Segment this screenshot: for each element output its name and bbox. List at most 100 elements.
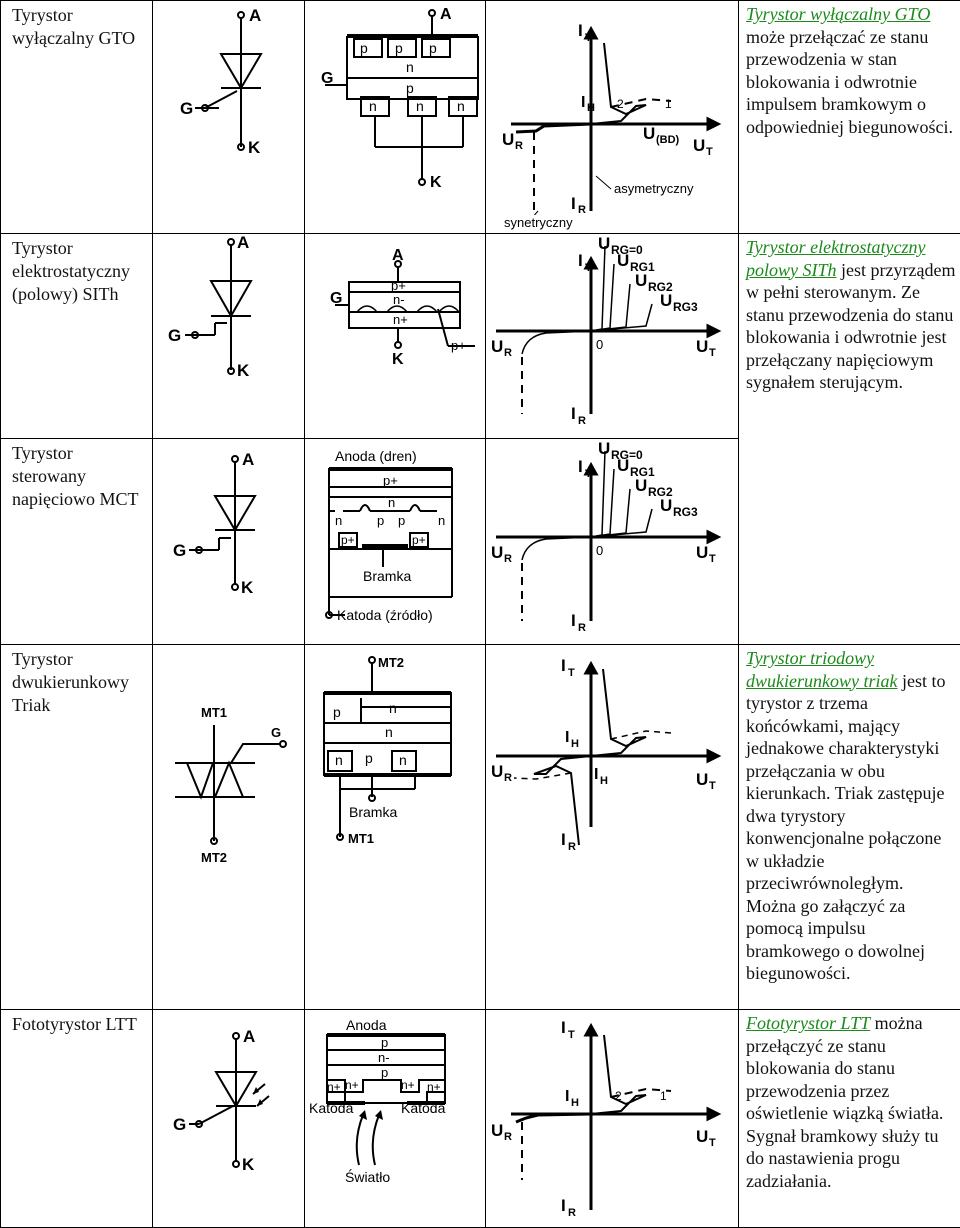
svg-text:p+: p+ [383,473,398,488]
svg-text:I: I [571,404,576,423]
svg-text:A: A [392,247,404,264]
svg-text:I: I [578,251,583,270]
gto-cathode-label: K [248,138,261,157]
svg-text:U: U [598,439,610,458]
svg-text:K: K [242,1155,255,1174]
svg-text:n: n [399,752,407,768]
description-cell-triak: Tyrystor triodowy dwukierunkowy triak je… [739,645,960,1010]
svg-text:R: R [504,553,512,565]
table-row: Tyrystor wyłączalny GTO A G K [1,1,960,234]
symbol-cell-mct: A G K [153,439,305,645]
svg-text:n+: n+ [401,1078,415,1092]
svg-text:R: R [578,415,586,427]
ltt-link[interactable]: Fototyrystor LTT [746,1013,870,1033]
svg-text:U: U [693,136,705,155]
svg-text:n+: n+ [327,1080,341,1094]
row-name-sith: Tyrystor elektrostatyczny (polowy) SITh [1,234,153,439]
svg-text:p+: p+ [391,278,406,293]
svg-text:R: R [568,841,576,853]
ltt-symbol-diagram: A G K [153,1010,305,1227]
svg-text:p: p [398,513,405,528]
svg-text:A: A [242,450,254,469]
triak-link[interactable]: Tyrystor triodowy dwukierunkowy triak [746,648,897,691]
svg-text:R: R [568,1207,576,1219]
svg-text:U: U [491,762,503,781]
svg-text:RG3: RG3 [673,505,698,519]
svg-text:Bramka: Bramka [349,804,397,820]
svg-text:U: U [696,543,708,562]
svg-text:Światło: Światło [345,1168,390,1185]
svg-text:n+: n+ [393,312,408,327]
svg-text:MT1: MT1 [348,831,374,846]
svg-text:p: p [395,40,403,56]
svg-text:n+: n+ [427,1080,441,1094]
svg-text:H: H [571,738,579,750]
svg-text:Katoda: Katoda [309,1100,354,1116]
symbol-cell-gto: A G K [153,1,305,234]
svg-text:p+: p+ [341,533,355,547]
svg-text:I: I [565,729,569,746]
svg-text:p+: p+ [451,338,466,353]
svg-text:K: K [241,578,254,597]
svg-text:T: T [706,146,713,158]
svg-text:T: T [709,1137,716,1149]
svg-text:T: T [568,667,575,679]
svg-text:0: 0 [596,337,603,352]
svg-text:n: n [389,700,397,716]
svg-text:G: G [173,1115,186,1134]
gto-struct-anode-label: A [440,6,452,23]
svg-text:R: R [504,772,512,784]
gto-struct-gate-label: G [321,70,333,87]
svg-text:R: R [504,1131,512,1143]
svg-text:G: G [271,725,281,740]
svg-text:T: T [585,32,592,44]
svg-text:RG3: RG3 [673,300,698,314]
svg-text:p: p [406,80,414,96]
svg-text:n: n [385,724,393,740]
svg-text:I: I [578,457,583,476]
description-cell-ltt: Fototyrystor LTT można przełączyć ze sta… [739,1010,960,1228]
svg-text:T: T [709,347,716,359]
svg-text:1: 1 [665,97,672,111]
sith-structure-diagram: A G K p+ n- n+ p+ [305,234,486,438]
svg-text:G: G [330,290,342,307]
svg-text:p: p [365,750,373,766]
svg-text:(BD): (BD) [656,134,680,146]
svg-text:1: 1 [660,1089,667,1103]
svg-text:I: I [571,611,576,630]
svg-text:n: n [438,513,445,528]
description-cell-gto: Tyrystor wyłączalny GTO może przełączać … [739,1,960,234]
gto-gate-label: G [180,99,193,118]
svg-text:A: A [237,234,249,252]
svg-text:K: K [237,361,250,380]
svg-text:n: n [388,495,395,510]
gto-link[interactable]: Tyrystor wyłączalny GTO [746,4,930,24]
description-cell-sith: Tyrystor elektrostatyczny polowy SITh je… [739,234,960,645]
svg-text:p+: p+ [412,533,426,547]
symbol-cell-triak: MT1 G MT2 [153,645,305,1010]
gto-symbol-diagram: A G K [153,1,305,233]
table-row: Tyrystor elektrostatyczny (polowy) SITh … [1,234,960,439]
svg-text:G: G [173,541,186,560]
svg-text:U: U [617,456,629,475]
row-name-triak: Tyrystor dwukierunkowy Triak [1,645,153,1010]
ltt-description: można przełączyć ze stanu blokowania do … [746,1013,943,1191]
svg-text:n+: n+ [345,1078,359,1092]
svg-text:I: I [561,656,566,675]
svg-text:p: p [377,513,384,528]
svg-text:n: n [369,98,377,114]
svg-text:Katoda: Katoda [401,1100,446,1116]
mct-symbol-diagram: A G K [153,439,305,644]
svg-text:U: U [696,770,708,789]
table-row: Tyrystor dwukierunkowy Triak MT1 G MT2 [1,645,960,1010]
svg-text:0: 0 [596,543,603,558]
gto-description: może przełączać ze stanu przewodzenia w … [746,27,953,137]
svg-text:U: U [660,496,672,515]
svg-text:U: U [643,124,655,143]
